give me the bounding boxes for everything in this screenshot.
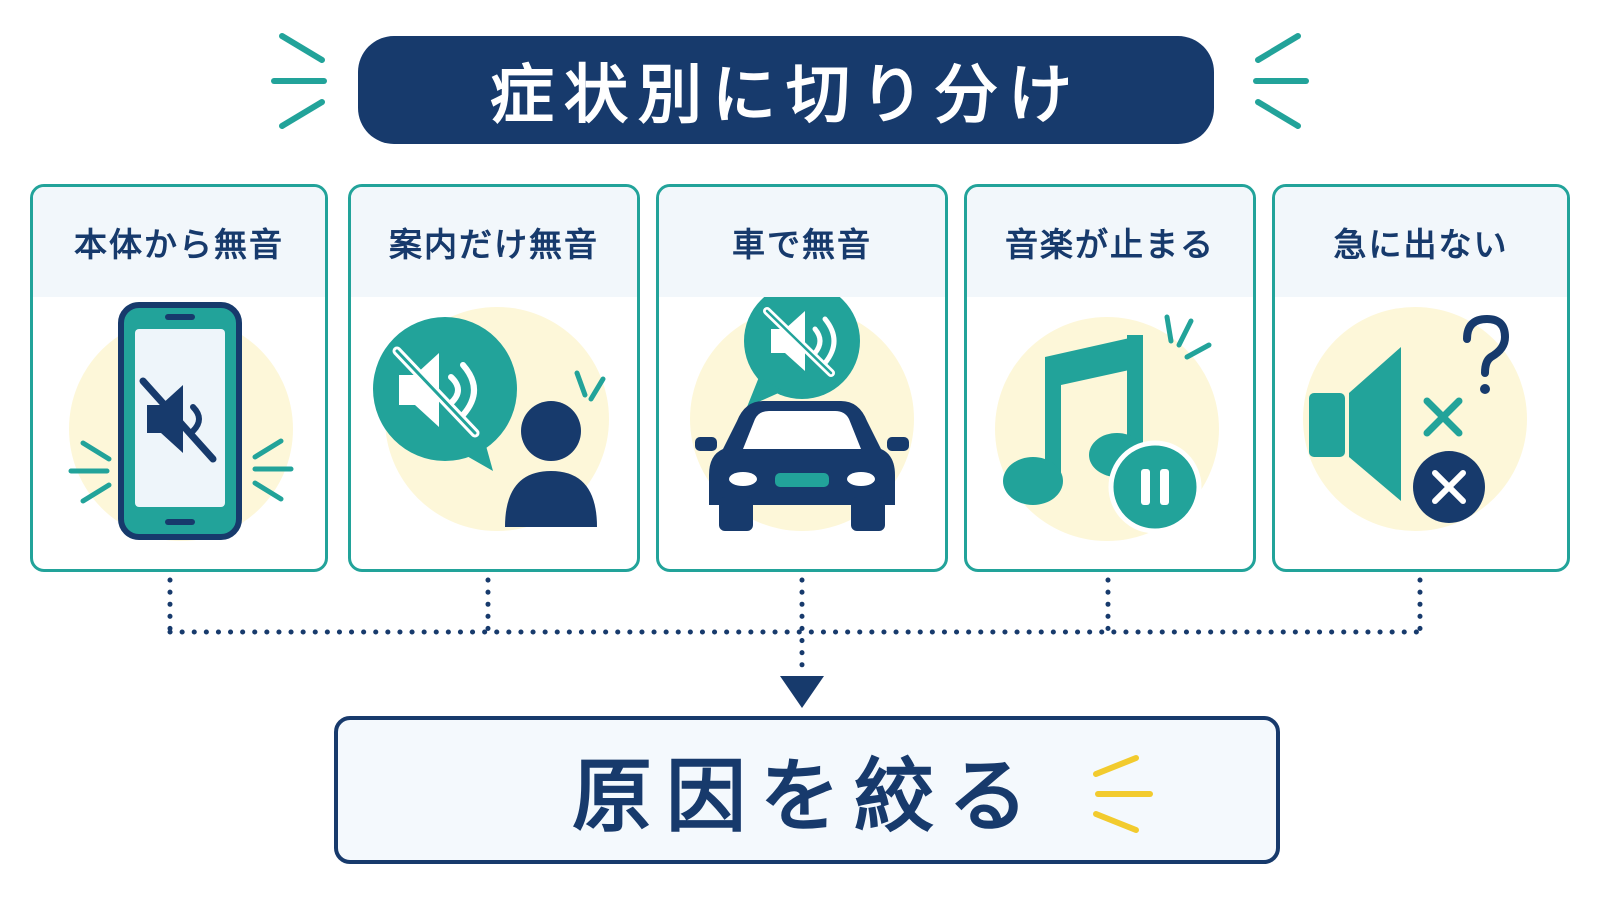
symptom-card-sudden-no-sound: 急に出ない (1272, 184, 1570, 572)
symptom-card-music-stops: 音楽が止まる (964, 184, 1256, 572)
symptom-label: 音楽が止まる (967, 187, 1253, 297)
symptom-label: 本体から無音 (33, 187, 325, 297)
muted-speech-bubble-person-icon (373, 307, 609, 531)
symptom-label: 車で無音 (659, 187, 945, 297)
title-left-burst (271, 33, 327, 129)
result-right-burst (1093, 755, 1153, 833)
muted-car-icon (690, 297, 914, 531)
symptom-card-guidance-silent: 案内だけ無音 (348, 184, 640, 572)
muted-smartphone-icon (68, 302, 294, 541)
symptom-label: 案内だけ無音 (351, 187, 637, 297)
music-note-pause-icon (995, 314, 1219, 541)
title-right-burst (1253, 33, 1309, 129)
arrow-down-icon (780, 676, 824, 708)
dotted-connector (167, 577, 1423, 708)
page-title: 症状別に切り分け (358, 36, 1214, 144)
symptom-card-car-silent: 車で無音 (656, 184, 948, 572)
symptom-label: 急に出ない (1275, 187, 1567, 297)
symptom-card-body-silent: 本体から無音 (30, 184, 328, 572)
result-box: 原因を絞る (334, 716, 1280, 864)
speaker-error-question-icon (1303, 307, 1527, 531)
